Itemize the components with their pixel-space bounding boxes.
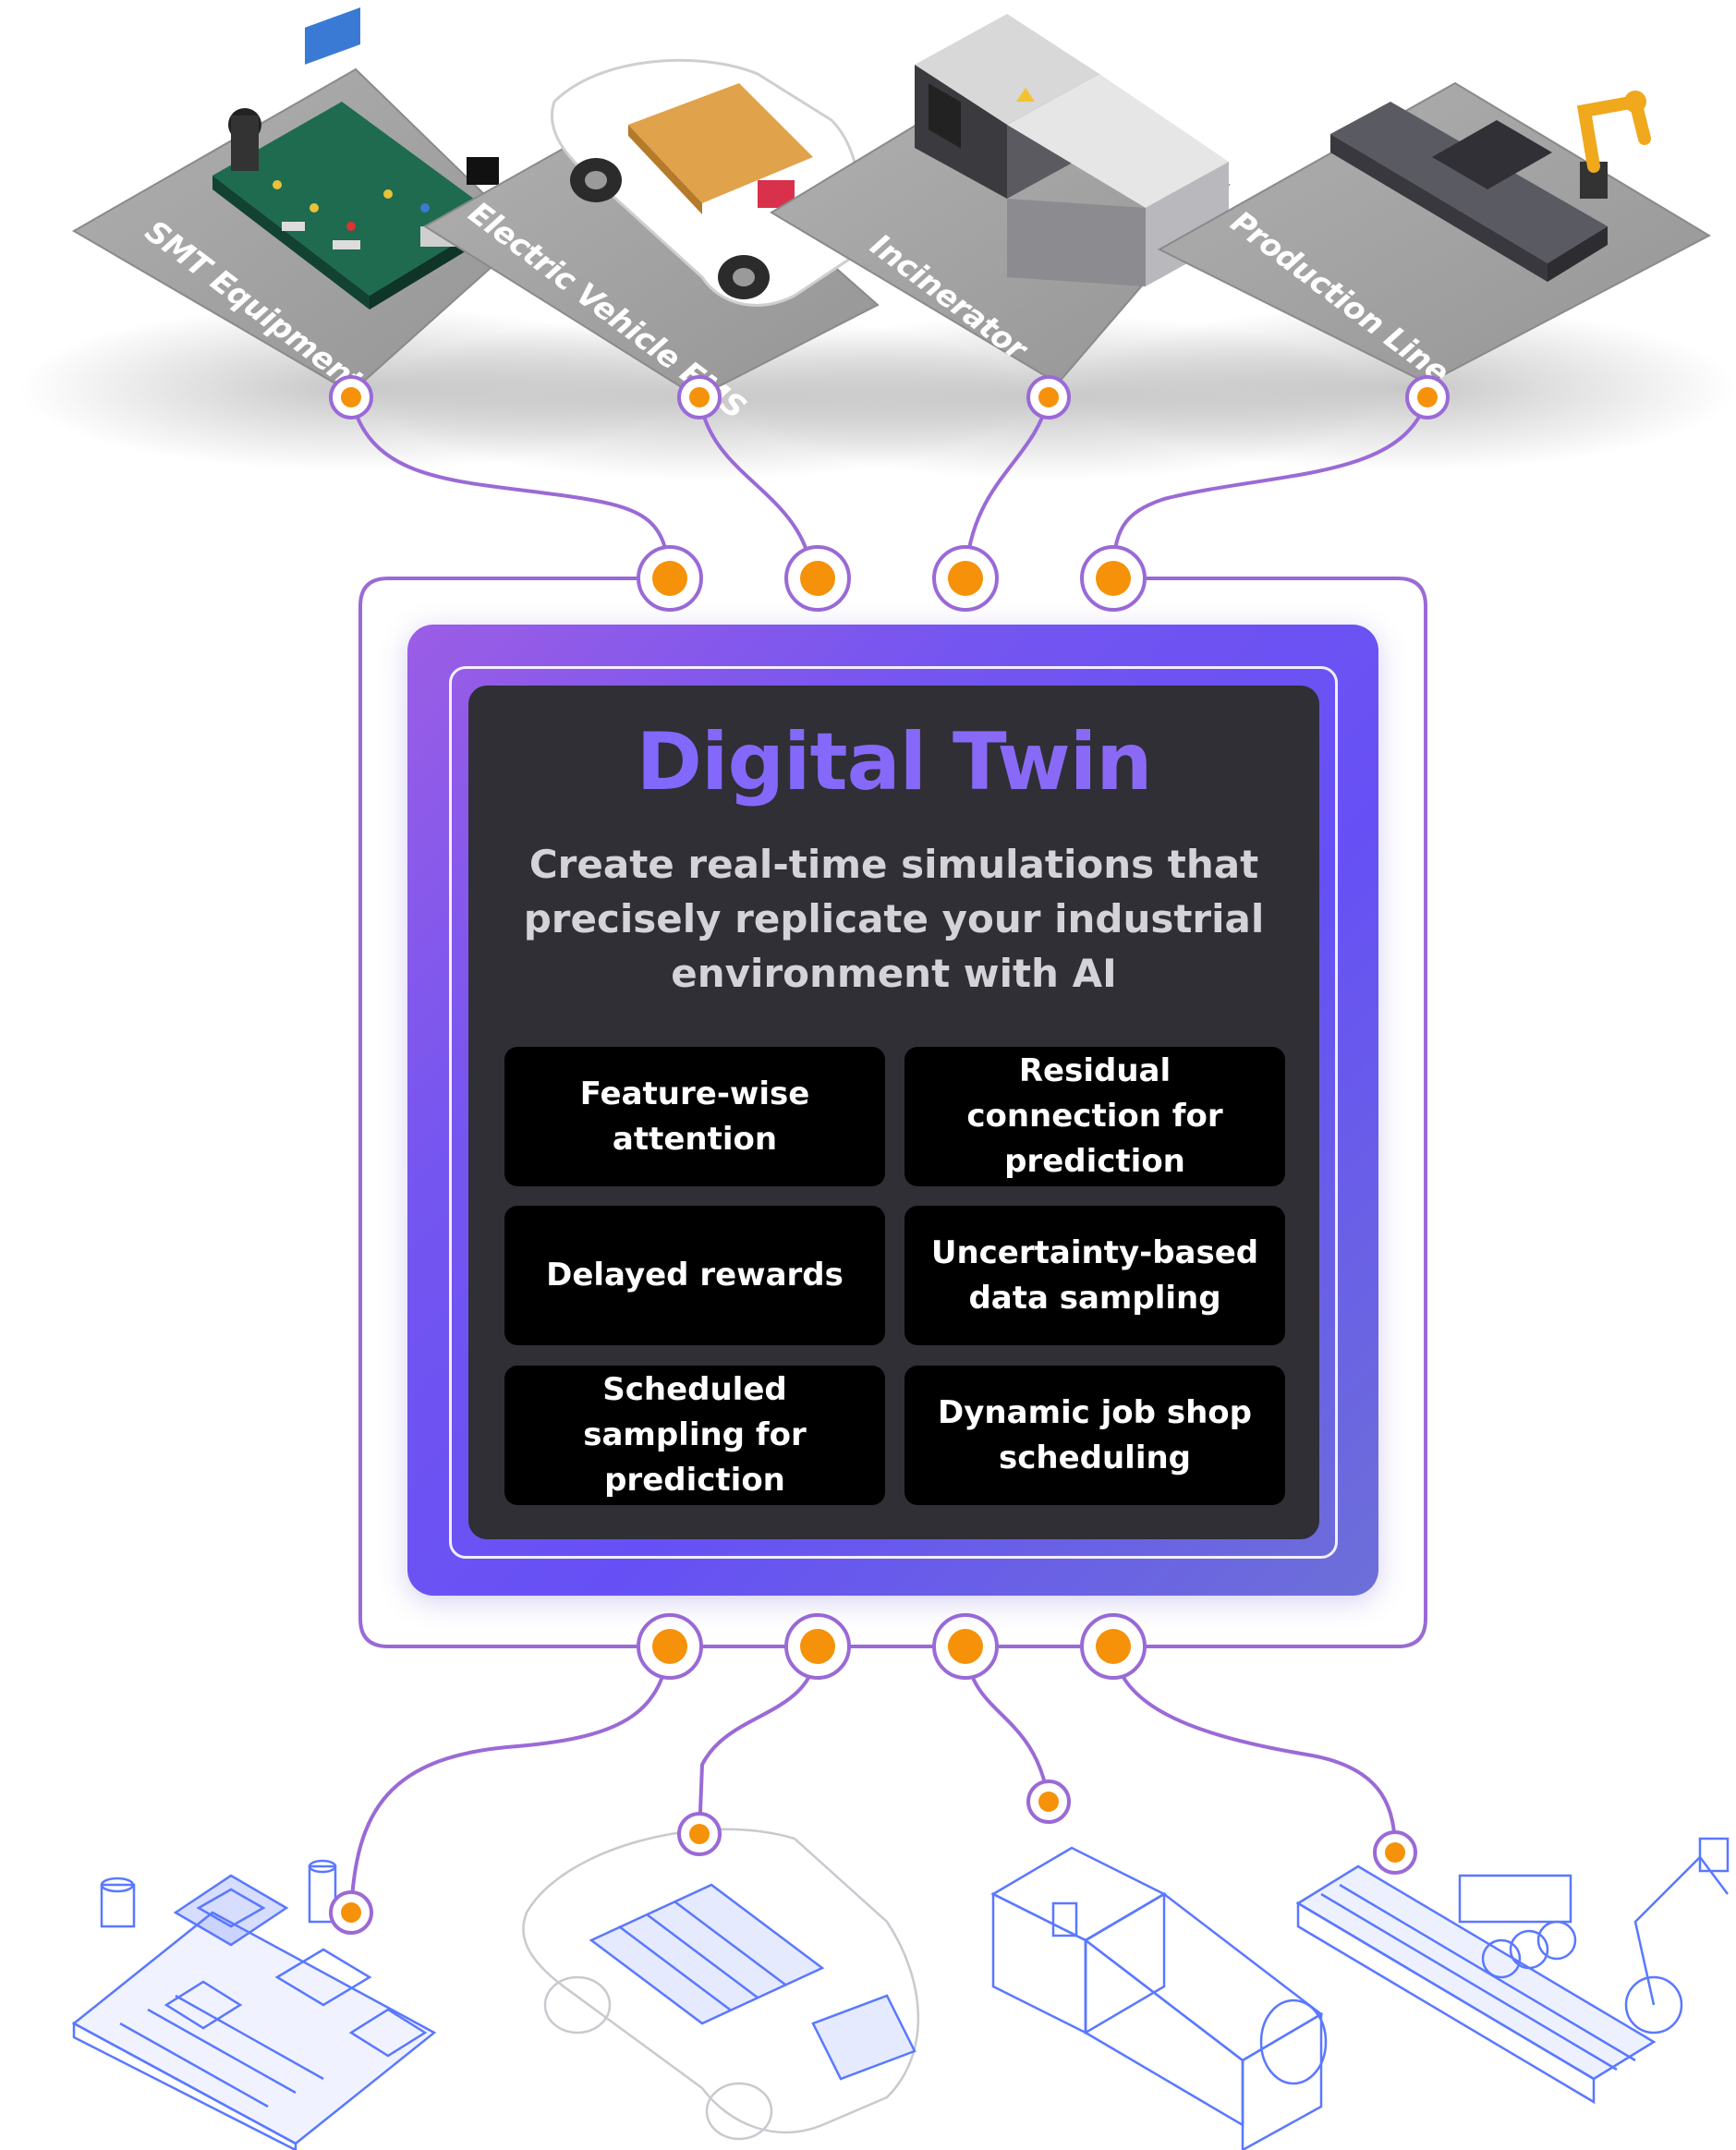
robot-arm-icon [1330,91,1651,282]
digital-twin-card-border [449,666,1338,1559]
feature-label: Dynamic job shop scheduling [938,1393,1252,1476]
circuit-board-wireframe-icon [71,1859,437,2150]
production-line-wireframe-icon [1295,1837,1730,2105]
connector-top-3 [964,395,1050,580]
incinerator-icon [915,14,1229,286]
digital-twin-subtitle: Create real-time simulations that precis… [523,842,1265,996]
frame-nodes-bottom [637,1613,1147,1680]
connector-top-1 [349,395,672,580]
outer-frame [358,577,1427,1648]
connector-top-4 [1111,395,1429,580]
connector-bottom-4 [1111,1645,1397,1854]
feature-tile-scheduled-sampling: Scheduled sampling for prediction [504,1366,885,1505]
feature-tile-feature-wise-attention: Feature-wise attention [504,1047,885,1186]
feature-tile-uncertainty-sampling: Uncertainty-based data sampling [904,1206,1285,1345]
feature-tile-dynamic-job-shop: Dynamic job shop scheduling [904,1366,1285,1505]
feature-tile-residual-connection: Residual connection for prediction [904,1047,1285,1186]
wireframe-nodes [329,1780,1417,1935]
electric-vehicle-wireframe-icon [522,1828,920,2141]
digital-twin-title: Digital Twin [468,716,1319,808]
feature-label: Scheduled sampling for prediction [583,1371,807,1499]
feature-label: Uncertainty-based data sampling [930,1233,1259,1317]
frame-nodes-top [637,545,1147,612]
incinerator-wireframe-icon [990,1846,1328,2150]
feature-tile-delayed-rewards: Delayed rewards [504,1206,885,1345]
panel-nodes [329,375,1450,419]
feature-label: Feature-wise attention [579,1075,810,1158]
panel-incinerator: Incinerator [770,14,1231,385]
feature-label: Delayed rewards [546,1257,844,1294]
connector-bottom-1 [349,1645,672,1914]
feature-label: Residual connection for prediction [966,1052,1223,1180]
